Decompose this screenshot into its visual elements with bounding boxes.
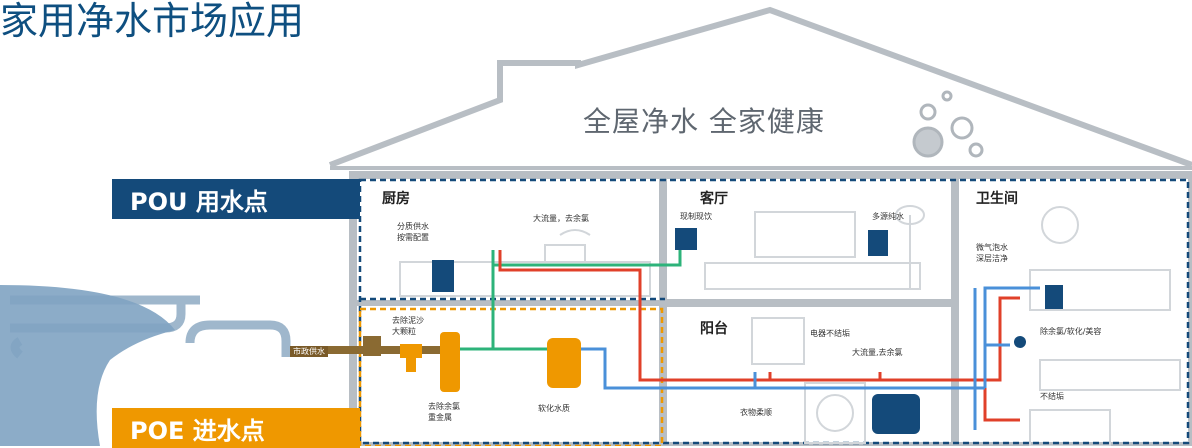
bath-furniture	[1029, 206, 1181, 446]
poe-zone	[358, 307, 664, 446]
kitchen-purifier-icon	[432, 260, 454, 292]
red-pipes	[498, 250, 1020, 422]
label-bath-bubble-2: 深层洁净	[976, 254, 1008, 263]
label-kitchen-dispense-2: 按需配置	[397, 233, 429, 242]
label-poe-sediment-1: 去除泥沙	[392, 316, 424, 325]
label-city-water: 市政供水	[290, 346, 328, 357]
label-balcony-flow: 大流量,去余氯	[852, 348, 903, 357]
room-living: 客厅	[700, 191, 728, 207]
bubbles-icon	[912, 90, 984, 158]
city-water-wave	[0, 285, 175, 446]
blue-pipes	[580, 286, 1040, 430]
pou-tag: POU 用水点	[112, 179, 360, 219]
slogan: 全屋净水 全家健康	[583, 105, 825, 138]
label-poe-chlorine-2: 重金属	[428, 413, 452, 422]
label-kitchen-flow: 大流量，去余氯	[533, 214, 589, 223]
living-furniture	[704, 205, 925, 290]
poe-tag: POE 进水点	[112, 408, 360, 448]
label-poe-soft: 软化水质	[538, 404, 570, 413]
label-balcony-appliance: 电器不结垢	[810, 329, 850, 338]
sediment-filter-stem	[406, 358, 416, 372]
label-poe-chlorine-1: 去除余氯	[428, 402, 460, 411]
label-kitchen-dispense-1: 分质供水	[397, 222, 429, 231]
inlet-valve	[363, 336, 381, 356]
label-balcony-clothes: 衣物柔顺	[740, 408, 772, 417]
page-title: 家用净水市场应用	[0, 0, 305, 43]
balcony-softener-icon	[872, 394, 920, 434]
room-kitchen: 厨房	[382, 191, 410, 207]
label-living-multi: 多源纯水	[872, 212, 904, 221]
bath-purifier-icon	[1045, 285, 1063, 309]
balcony-furniture	[751, 317, 866, 444]
label-bath-scale: 不结垢	[1040, 392, 1064, 401]
label-poe-sediment-2: 大颗粒	[392, 327, 416, 336]
label-living-control: 现制现饮	[680, 212, 712, 221]
label-bath-chlorine: 除余氯/软化/美容	[1040, 327, 1102, 336]
carbon-filter-icon	[440, 332, 460, 392]
sediment-filter-icon	[400, 344, 422, 358]
softener-icon	[547, 338, 581, 388]
room-bathroom: 卫生间	[976, 191, 1018, 207]
kitchen-furniture	[399, 229, 651, 297]
room-balcony: 阳台	[700, 321, 728, 337]
living-purifier-icon	[868, 230, 888, 256]
label-bath-bubble-1: 微气泡水	[976, 243, 1008, 252]
living-control-icon	[675, 228, 697, 250]
shower-head-icon	[1014, 336, 1026, 348]
house-roof	[328, 6, 1192, 168]
